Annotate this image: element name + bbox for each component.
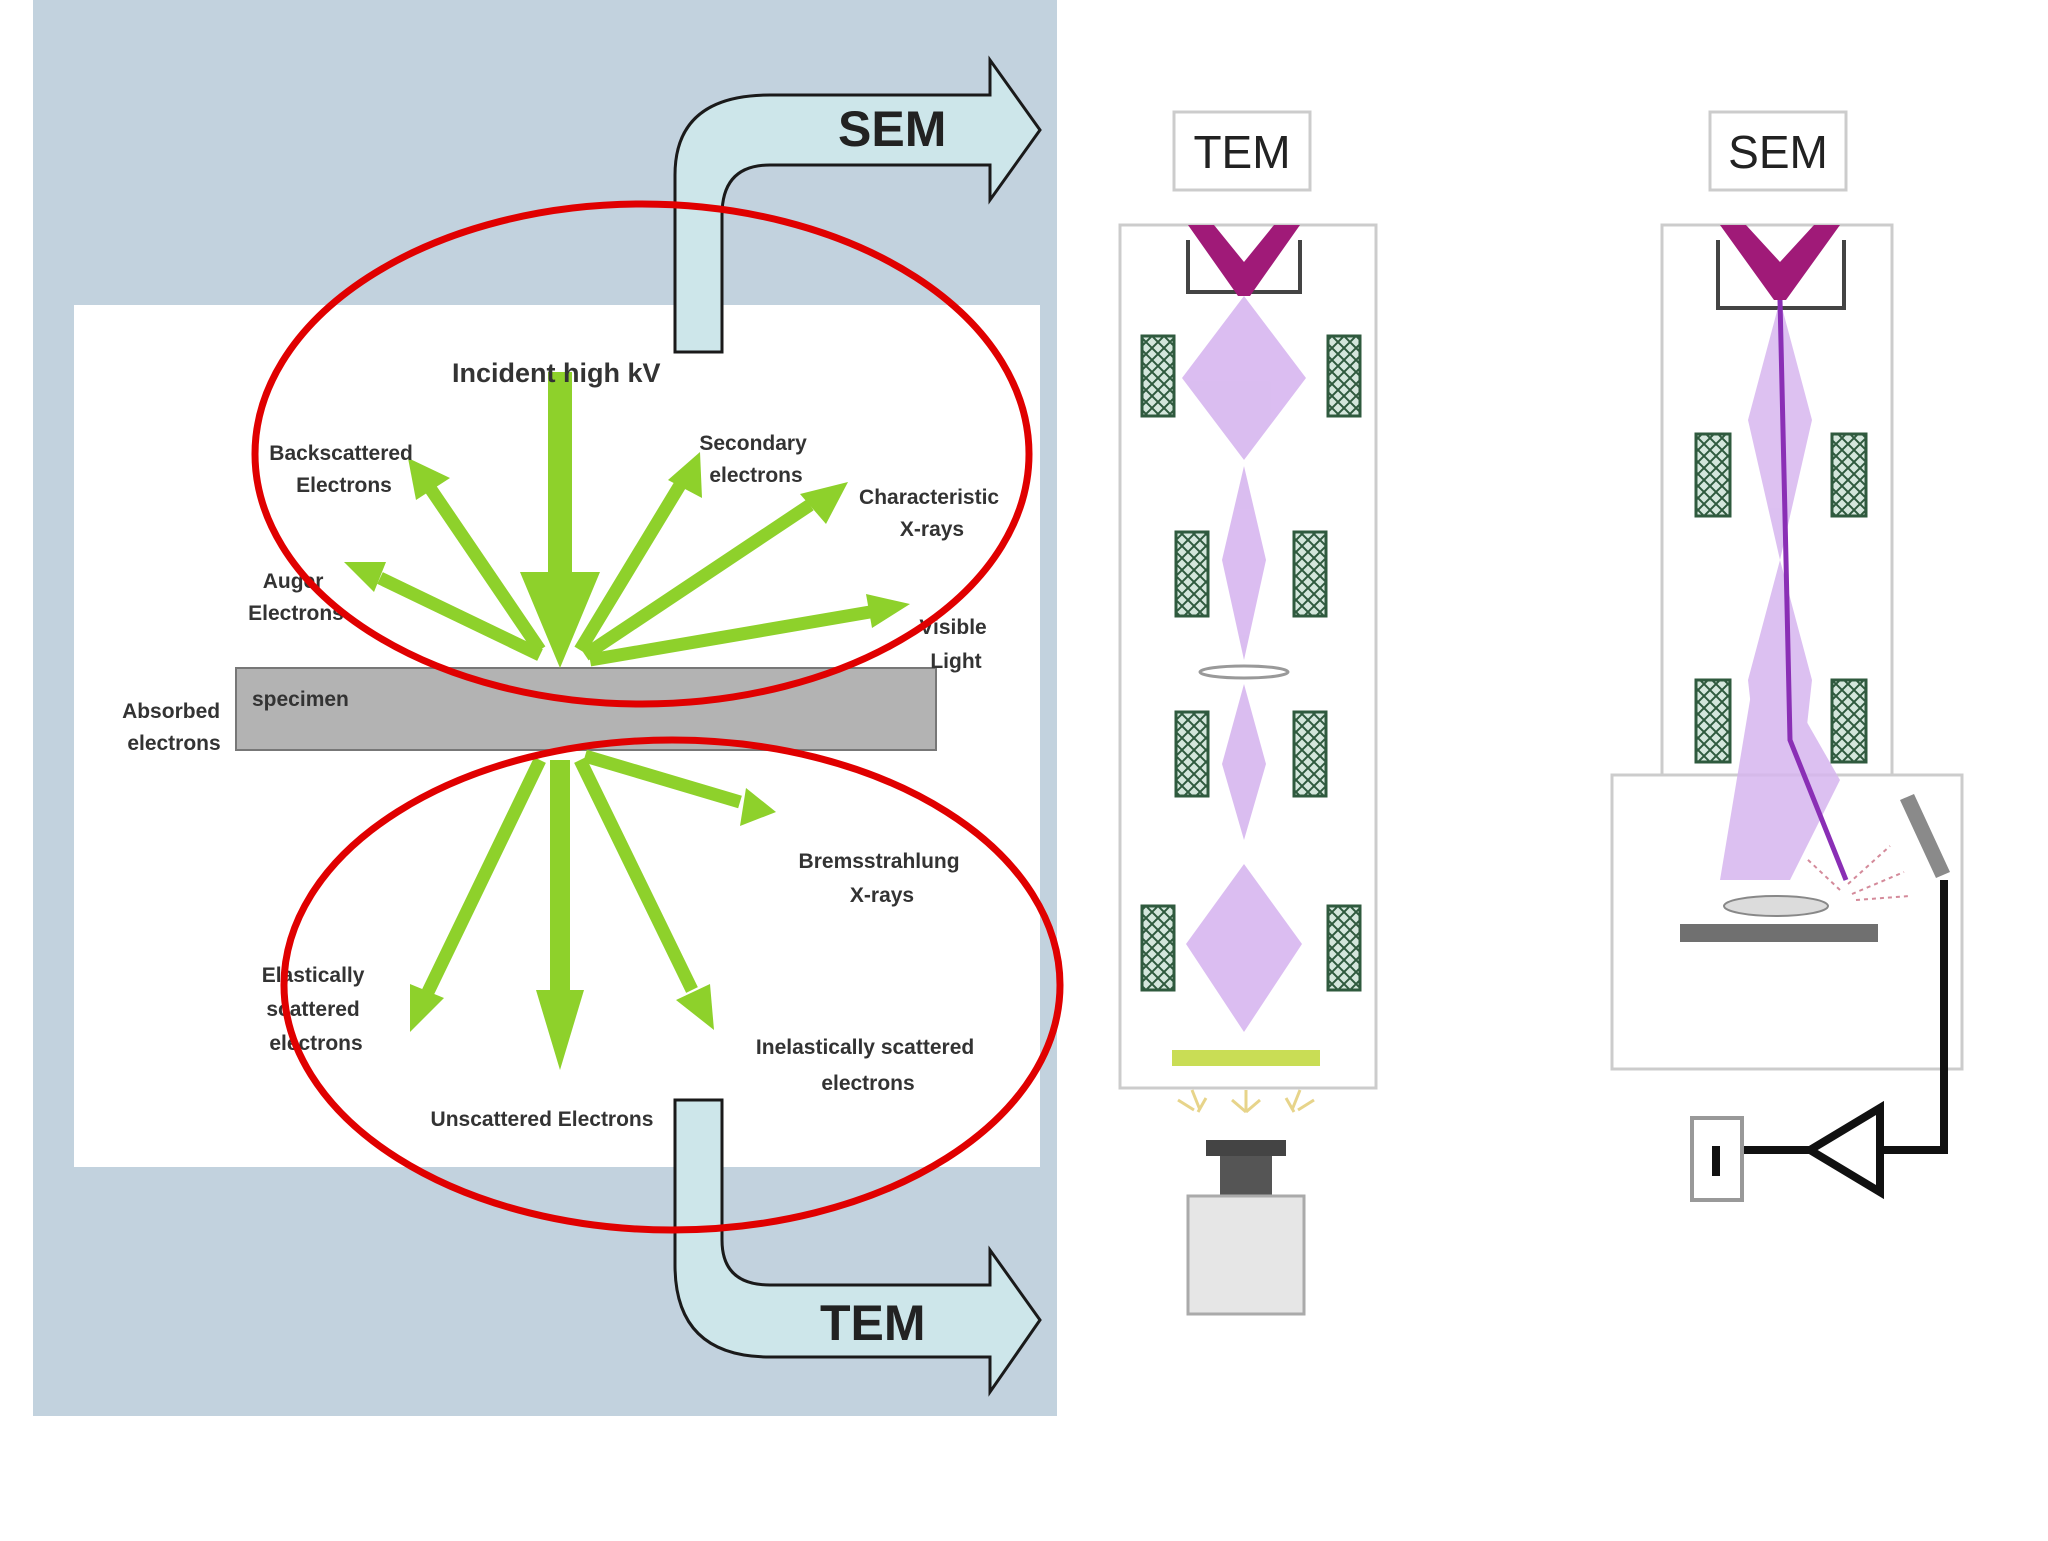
tem-fluorescent-screen <box>1172 1050 1320 1066</box>
tem-aperture <box>1198 664 1290 680</box>
top-signal-ellipse <box>251 200 1033 708</box>
specimen-label: specimen <box>252 688 349 711</box>
tem-light-rays <box>1177 1089 1315 1114</box>
incident-label: Incident high kV <box>452 358 661 388</box>
tem-beam <box>1182 296 1306 1032</box>
visible-light-label: Visible Light <box>919 616 992 673</box>
tem-arrow-label: TEM <box>820 1295 926 1351</box>
unscattered-label: Unscattered Electrons <box>431 1108 654 1131</box>
inelastic-label: Inelastically scattered electrons <box>756 1036 980 1095</box>
sem-beam <box>1720 300 1840 880</box>
signal-arrows <box>344 372 910 1070</box>
tem-lens-coils <box>1140 334 1362 992</box>
backscattered-label: Backscattered Electrons <box>269 442 418 497</box>
tem-title-box <box>1172 110 1312 192</box>
elastic-label: Elastically scattered electrons <box>262 964 371 1055</box>
specimen-slab <box>235 667 937 751</box>
bremsstrahlung-label: Bremsstrahlung X-rays <box>799 850 966 907</box>
sem-emitted-signals <box>1805 845 1911 901</box>
sem-arrow-label: SEM <box>838 101 946 157</box>
tem-camera-body <box>1186 1194 1306 1316</box>
characteristic-label: Characteristic X-rays <box>859 486 1005 541</box>
tem-gun-filament <box>1188 225 1300 296</box>
sem-amplifier <box>1802 1100 1884 1200</box>
sem-stage <box>1680 924 1878 942</box>
tem-camera-neck <box>1220 1156 1272 1196</box>
secondary-label: Secondary electrons <box>699 432 812 487</box>
tem-column-title: TEM <box>1193 126 1290 178</box>
sem-gun-filament <box>1720 225 1840 300</box>
sem-scanning-beam <box>1777 299 1849 881</box>
sem-column-title: SEM <box>1728 126 1828 178</box>
sem-sample <box>1723 895 1829 917</box>
sem-specimen-chamber <box>1610 773 1964 1071</box>
sem-bent-arrow <box>673 55 1042 354</box>
absorbed-label: Absorbed electrons <box>122 700 226 755</box>
sem-title-box <box>1708 110 1848 192</box>
sem-detector <box>1900 794 1950 878</box>
tem-bent-arrow <box>673 1098 1042 1397</box>
bottom-signal-ellipse <box>280 736 1064 1234</box>
sem-display-screen <box>1712 1146 1720 1176</box>
tem-camera-mount <box>1206 1140 1286 1156</box>
sem-lens-coils <box>1694 432 1868 764</box>
sem-detector-wire <box>1880 880 1948 1154</box>
